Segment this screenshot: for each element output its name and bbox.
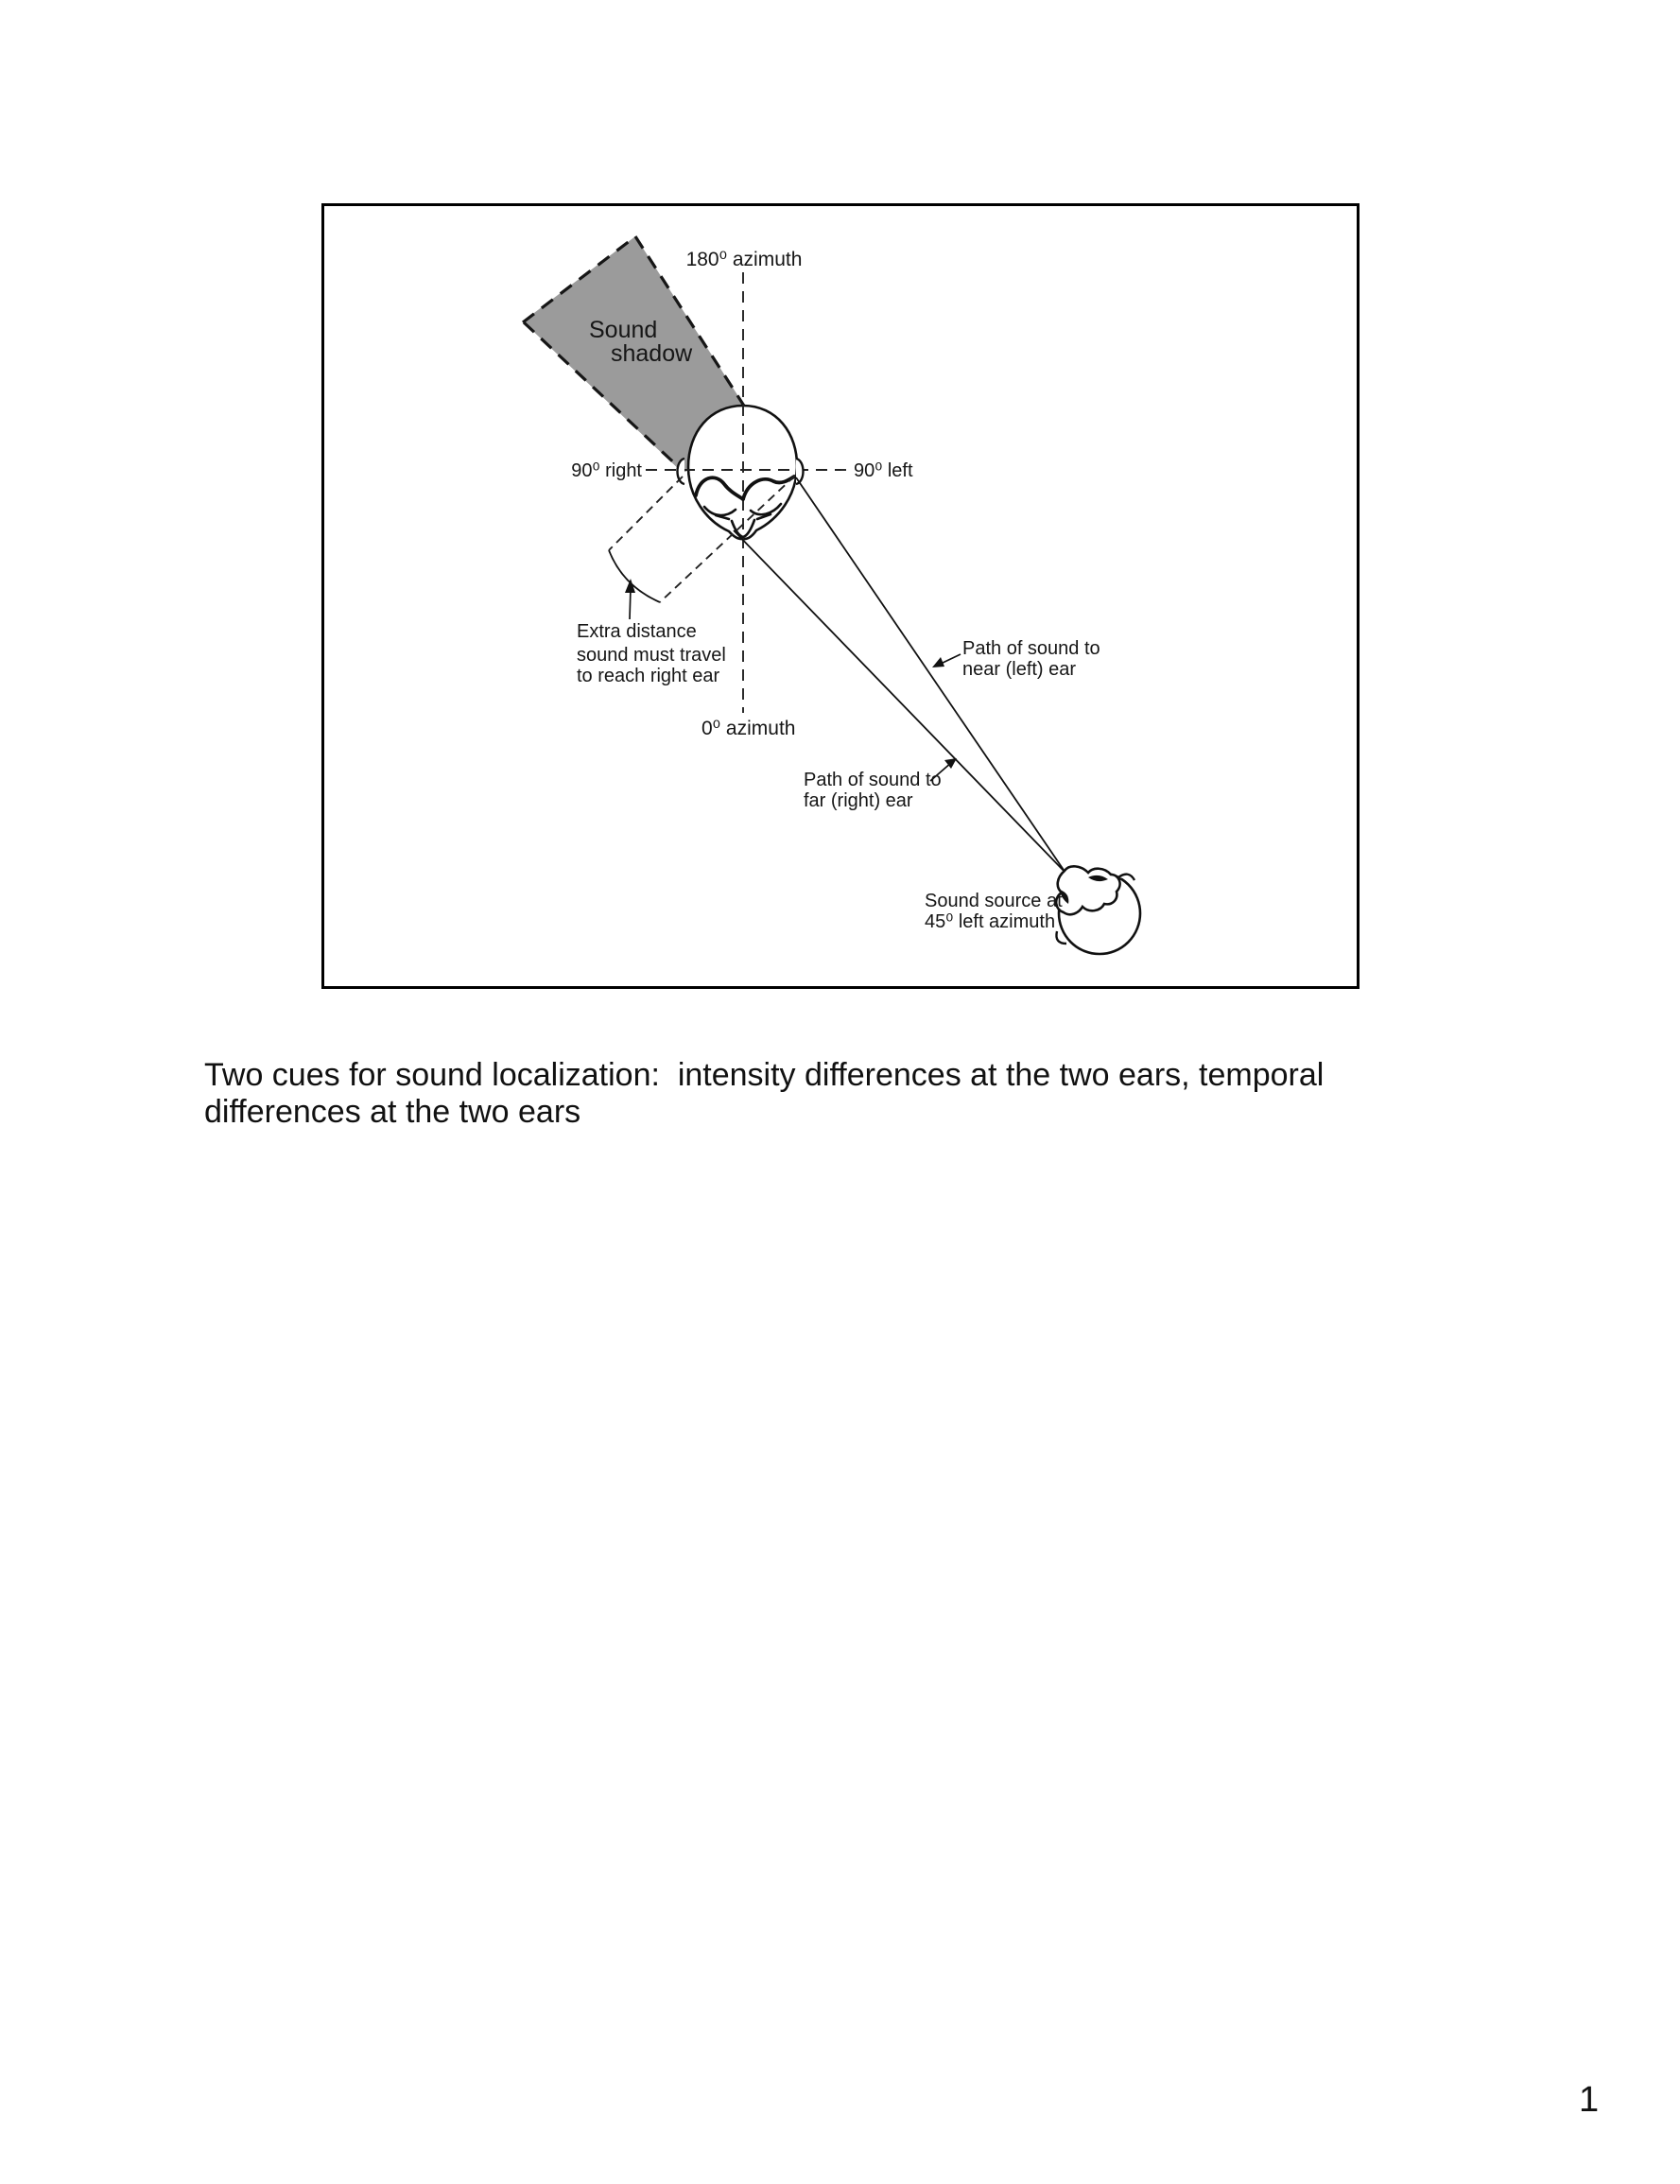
figure-frame-border xyxy=(321,203,1360,989)
source-ear-bottom xyxy=(1055,930,1067,945)
page-number: 1 xyxy=(1579,2080,1600,2120)
extra-distance-label-line1: Extra distance xyxy=(577,621,697,642)
path-to-far-ear-line xyxy=(733,529,1066,874)
near-path-label-line2: near (left) ear xyxy=(962,659,1076,680)
listener-left-ear xyxy=(795,457,805,486)
near-path-label-line1: Path of sound to xyxy=(962,638,1100,659)
extra-distance-bracket xyxy=(608,549,661,603)
caption-line-2: differences at the two ears xyxy=(204,1094,581,1130)
sound-localization-diagram: 180⁰ azimuth Sound shadow 90⁰ right 90⁰ … xyxy=(321,203,1360,989)
far-path-label-line2: far (right) ear xyxy=(804,790,913,811)
extra-distance-construction xyxy=(608,475,796,620)
caption-line-1: Two cues for sound localization: intensi… xyxy=(204,1057,1325,1093)
near-path-pointer xyxy=(932,653,961,667)
far-path-pointer xyxy=(929,758,957,782)
extra-distance-label-line3: to reach right ear xyxy=(577,666,720,686)
far-path-label-line1: Path of sound to xyxy=(804,770,942,790)
azimuth-0-label: 0⁰ azimuth xyxy=(701,718,795,739)
path-to-near-ear-line xyxy=(795,477,1066,874)
sound-shadow-label-line2: shadow xyxy=(611,340,693,367)
sound-shadow-dashed-edges xyxy=(522,235,751,472)
ninety-right-label: 90⁰ right xyxy=(571,460,642,481)
source-ear-top xyxy=(1117,873,1136,881)
figure-caption: Two cues for sound localization: intensi… xyxy=(204,1057,1462,1131)
sound-source-label-line2: 45⁰ left azimuth xyxy=(925,911,1055,932)
ninety-left-label: 90⁰ left xyxy=(854,460,913,481)
extra-distance-arrowhead xyxy=(625,579,635,593)
listener-right-ear xyxy=(676,457,685,486)
azimuth-180-label: 180⁰ azimuth xyxy=(686,249,803,270)
extra-distance-label-line2: sound must travel xyxy=(577,645,726,666)
sound-shadow-region xyxy=(523,236,752,473)
sound-source-label-line1: Sound source at xyxy=(925,891,1063,911)
listener-face-art xyxy=(694,475,796,539)
sound-source-head xyxy=(1054,865,1142,956)
sound-shadow-label-line1: Sound xyxy=(589,317,657,343)
